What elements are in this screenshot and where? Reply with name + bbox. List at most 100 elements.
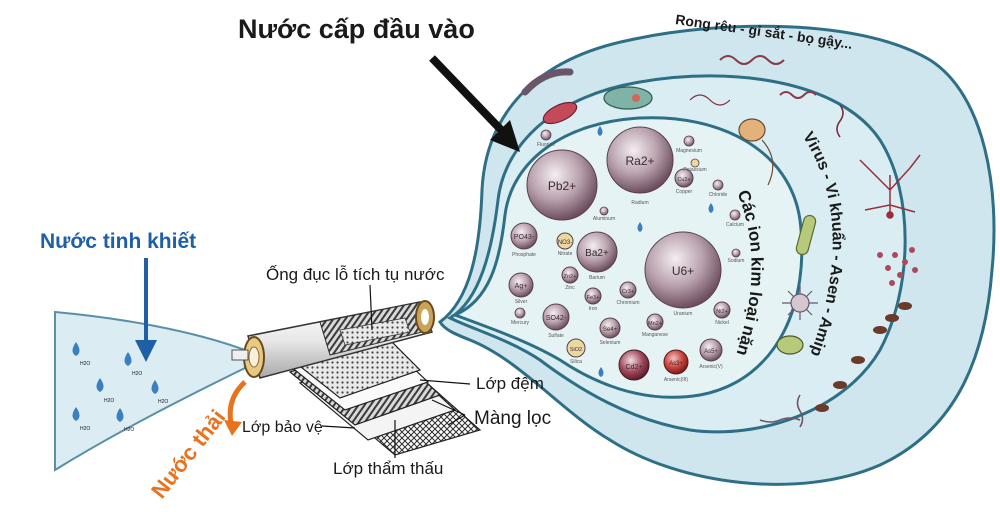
ion-cu: Cu2+ Copper — [674, 168, 694, 195]
svg-text:Phosphate: Phosphate — [512, 252, 536, 258]
ion-so4: SO42- Sulfate — [542, 303, 570, 339]
svg-text:Arsenic(III): Arsenic(III) — [664, 377, 689, 383]
bacterium-cluster-icon — [689, 94, 731, 106]
inner-drop-icon — [637, 222, 643, 232]
ion-cr: Cr3+ Chromium — [616, 281, 640, 306]
svg-text:Copper: Copper — [676, 189, 693, 195]
h2o-labels: H2O H2O H2O H2O H2O H2O — [80, 361, 168, 433]
ion-al: Aluminum — [593, 206, 615, 222]
ciliate-icon — [776, 335, 804, 355]
leader-lines — [321, 284, 471, 458]
svg-text:Selenium: Selenium — [600, 340, 621, 346]
svg-text:Fe3+: Fe3+ — [587, 295, 600, 301]
flagellate-icon — [738, 118, 774, 186]
protective-layer-label: Lớp bảo vệ — [242, 419, 323, 436]
bead-chain-icon — [815, 302, 912, 412]
svg-text:Cd2+: Cd2+ — [626, 364, 643, 371]
ion-f: Fluoride — [537, 129, 555, 148]
ion-pb: Pb2+ — [526, 149, 598, 221]
svg-text:H2O: H2O — [80, 361, 90, 367]
feed-arrow-head — [490, 120, 520, 152]
ion-fe: Fe3+ Iron — [584, 287, 602, 312]
water-drop-icon — [72, 407, 80, 421]
ion-ra: Ra2+ Radium — [606, 126, 674, 206]
ion-as3: As3+ Arsenic(III) — [663, 349, 689, 383]
water-drop-icon — [96, 378, 104, 392]
feed-water-arrow-icon — [429, 55, 508, 137]
svg-text:Mercury: Mercury — [511, 320, 530, 326]
spirillum-icon — [836, 104, 844, 138]
ion-cl: Chloride — [709, 179, 728, 198]
svg-text:Pb2+: Pb2+ — [548, 179, 576, 193]
svg-text:Chromium: Chromium — [616, 300, 639, 306]
ion-zn: Zn2+ Zinc — [561, 266, 579, 291]
svg-text:As5+: As5+ — [704, 349, 718, 355]
svg-text:Ra2+: Ra2+ — [625, 154, 654, 168]
amoeba-icon — [603, 86, 653, 110]
svg-text:H2O: H2O — [80, 426, 90, 432]
svg-text:Cu2+: Cu2+ — [677, 177, 690, 183]
svg-text:Arsenic(V): Arsenic(V) — [699, 364, 723, 370]
perforated-tube-label: Ống đục lỗ tích tụ nước — [266, 264, 445, 284]
svg-text:Aluminum: Aluminum — [593, 216, 615, 222]
ion-hg: Mercury — [511, 307, 530, 326]
svg-text:Zinc: Zinc — [565, 285, 575, 291]
svg-text:Iron: Iron — [589, 306, 598, 312]
ion-cd: Cd2+ — [618, 349, 650, 381]
svg-text:Potassium: Potassium — [683, 167, 706, 173]
membrane-label: Màng lọc — [474, 408, 551, 429]
ion-ba: Ba2+ Barium — [576, 231, 618, 281]
svg-text:Manganese: Manganese — [642, 332, 668, 338]
svg-text:Sodium: Sodium — [728, 258, 745, 264]
svg-text:U6+: U6+ — [672, 264, 694, 278]
virus-tree-icon — [859, 154, 921, 219]
svg-text:H2O: H2O — [132, 371, 142, 377]
svg-text:Fluoride: Fluoride — [537, 142, 555, 148]
svg-text:H2O: H2O — [158, 399, 168, 405]
svg-text:Nickel: Nickel — [715, 320, 729, 326]
waste-arrow-head — [224, 420, 242, 436]
bacteria-rod-icon — [795, 214, 817, 256]
inner-drop-icon — [708, 203, 714, 213]
pure-water-label: Nước tinh khiết — [40, 230, 196, 253]
water-drop-icon — [116, 408, 124, 422]
water-drop-icon — [72, 342, 80, 356]
radiolarian-icon — [782, 285, 818, 320]
svg-text:Se4+: Se4+ — [603, 327, 618, 333]
svg-text:Ba2+: Ba2+ — [585, 248, 609, 259]
svg-text:Cr3+: Cr3+ — [622, 289, 634, 295]
water-drop-icon — [124, 352, 132, 366]
svg-text:As3+: As3+ — [669, 361, 683, 367]
svg-text:Magnesium: Magnesium — [676, 148, 702, 154]
ion-no3: NO3- Nitrate — [556, 232, 574, 257]
svg-text:Ag+: Ag+ — [515, 283, 528, 290]
pure-water-arrow-head — [135, 340, 157, 362]
helix-icon — [759, 394, 804, 428]
svg-text:Chloride: Chloride — [709, 192, 728, 198]
permeate-layer-label: Lớp thẩm thấu — [333, 459, 443, 478]
svg-text:Mn2+: Mn2+ — [648, 321, 662, 327]
svg-text:Zn2+: Zn2+ — [564, 274, 577, 280]
svg-text:Barium: Barium — [589, 275, 605, 281]
ion-ni: Ni2+ Nickel — [713, 301, 731, 326]
waste-water-label: Nước thải — [146, 405, 230, 503]
svg-text:H2O: H2O — [104, 398, 114, 404]
inner-drop-icon — [597, 126, 603, 136]
ion-u: U6+ Uranium — [644, 231, 722, 317]
ion-ca: Calcium — [726, 209, 744, 228]
membrane-tube — [231, 300, 435, 379]
spacer-layer-label: Lớp đệm — [476, 374, 544, 393]
ion-ag: Ag+ Silver — [508, 272, 534, 305]
ion-se: Se4+ Selenium — [599, 317, 621, 346]
svg-text:Radium: Radium — [631, 200, 648, 206]
svg-text:Ni2+: Ni2+ — [716, 309, 727, 315]
svg-text:Uranium: Uranium — [674, 311, 693, 317]
svg-text:SO42-: SO42- — [546, 315, 567, 322]
svg-text:Sulfate: Sulfate — [548, 333, 564, 339]
ion-po4: PO43- Phosphate — [510, 222, 538, 258]
svg-text:Nitrate: Nitrate — [558, 251, 573, 257]
svg-text:Silver: Silver — [515, 299, 528, 305]
ion-mn: Mn2+ Manganese — [642, 313, 668, 338]
ion-k: Potassium — [683, 158, 707, 173]
